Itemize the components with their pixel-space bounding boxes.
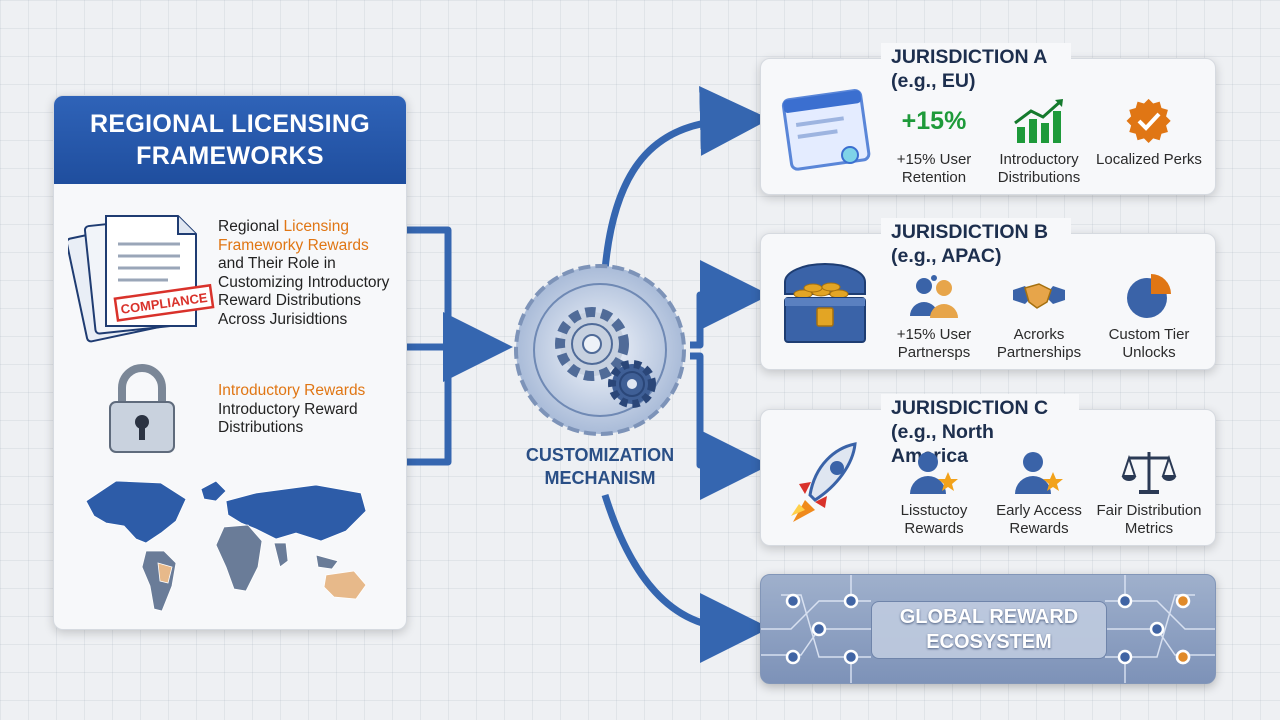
feature-user-partnerships: +15% User Partnersps — [874, 272, 994, 362]
arrow-to-jurisdiction-c — [690, 352, 770, 500]
feature-lisstuctoy-rewards: Lisstuctoy Rewards — [874, 448, 994, 538]
gears-icon — [514, 264, 686, 436]
feature-fair-distribution-metrics: Fair Distribution Metrics — [1089, 448, 1209, 538]
jurisdiction-c-card: JURISDICTION C (e.g., North America Liss… — [760, 394, 1216, 546]
users-group-icon — [910, 275, 958, 318]
jurisdiction-b-title: JURISDICTION B (e.g., APAC) — [881, 218, 1071, 268]
panel-title: REGIONAL LICENSING FRAMEWORKS — [54, 96, 406, 184]
jurisdiction-a-card: JURISDICTION A (e.g., EU) +15% +15% User… — [760, 43, 1216, 195]
jurisdiction-a-title: JURISDICTION A (e.g., EU) — [881, 43, 1071, 93]
world-map-icon — [85, 480, 367, 612]
feature-early-access-rewards: Early Access Rewards — [979, 448, 1099, 538]
feature-user-retention: +15% +15% User Retention — [896, 107, 972, 186]
feature-partnerships: Acrorks Partnerships — [979, 272, 1099, 362]
global-reward-ecosystem-label: GLOBAL REWARD ECOSYSTEM — [871, 601, 1107, 659]
badge-check-icon — [1126, 98, 1171, 143]
treasure-chest-icon — [784, 263, 866, 343]
rocket-icon — [791, 442, 857, 522]
arrow-to-jurisdiction-b — [690, 260, 770, 349]
scales-icon — [1121, 452, 1177, 494]
feature-localized-perks: Localized Perks — [1089, 97, 1209, 169]
arrow-to-global — [601, 493, 770, 663]
pie-chart-icon — [1127, 274, 1171, 318]
padlock-icon — [109, 364, 175, 453]
user-star-icon — [1015, 452, 1063, 494]
arrow-to-jurisdiction-a — [601, 85, 770, 271]
handshake-icon — [1013, 283, 1065, 309]
introductory-description: Introductory Rewards Introductory Reward… — [218, 382, 366, 436]
growth-chart-icon — [1014, 99, 1063, 143]
licensing-description: Regional Licensing Frameworky Rewards an… — [218, 218, 390, 328]
feature-custom-tier-unlocks: Custom Tier Unlocks — [1089, 272, 1209, 362]
browser-window-icon — [781, 89, 871, 171]
customization-mechanism-label: CUSTOMIZATION MECHANISM — [525, 445, 675, 488]
regional-licensing-panel: REGIONAL LICENSING FRAMEWORKS COMPLIANCE… — [53, 95, 407, 630]
global-reward-ecosystem-card: GLOBAL REWARD ECOSYSTEM — [760, 574, 1216, 684]
jurisdiction-c-title: JURISDICTION C (e.g., North America — [881, 394, 1079, 468]
documents-icon: COMPLIANCE — [68, 215, 215, 343]
jurisdiction-b-card: JURISDICTION B (e.g., APAC) +15% User Pa… — [760, 218, 1216, 370]
user-star-icon — [910, 452, 958, 494]
circuit-network-icon — [761, 575, 1215, 683]
feature-introductory-distributions: Introductory Distributions — [979, 97, 1099, 187]
